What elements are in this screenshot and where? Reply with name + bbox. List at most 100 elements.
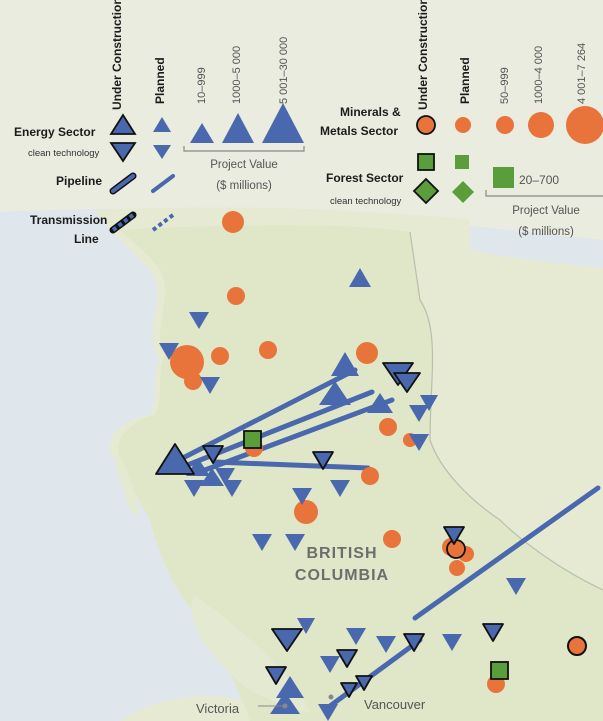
energy-project-marker	[271, 628, 303, 652]
legend-energy-under-construction-icon	[109, 113, 137, 135]
forest-value-range-label: 20–700	[519, 173, 559, 187]
energy-project-marker	[222, 480, 242, 497]
legend-pipeline-under-construction-fill	[111, 174, 135, 193]
forest-projects	[243, 430, 509, 680]
energy-project-marker	[349, 268, 371, 287]
energy-project-marker	[189, 312, 209, 329]
mineral-project-marker	[446, 539, 466, 559]
energy-project-marker	[442, 634, 462, 651]
legend-energy-clean-under-construction-icon	[109, 142, 137, 163]
energy-value-range-3: 5 001–30 000	[278, 37, 290, 104]
cities: Victoria Vancouver	[196, 694, 426, 716]
energy-project-marker	[482, 623, 504, 642]
energy-project-marker	[355, 675, 373, 691]
legend-energy-size-large-icon	[262, 103, 304, 143]
energy-project-marker	[340, 682, 358, 698]
victoria-marker	[282, 703, 288, 709]
vancouver-label: Vancouver	[364, 697, 426, 712]
energy-project-marker	[159, 343, 179, 360]
energy-project-marker	[285, 534, 305, 551]
energy-project-marker	[318, 704, 338, 721]
legend-minerals-value-bracket	[485, 190, 603, 197]
energy-project-marker	[331, 352, 359, 376]
pipeline-label: Pipeline	[56, 174, 102, 188]
energy-projects-under-construction	[155, 362, 504, 698]
energy-projects	[159, 268, 526, 721]
energy-project-marker	[443, 526, 465, 545]
legend-energy-clean-planned-icon	[153, 145, 171, 159]
legend-forest-size-icon	[493, 167, 514, 188]
mineral-project-marker	[383, 530, 401, 548]
energy-project-marker	[200, 468, 224, 486]
minerals-header-under-construction: Under Construction	[416, 0, 430, 110]
legend-band	[0, 0, 603, 240]
minerals-sector-label-1: Minerals &	[340, 105, 401, 119]
energy-project-value-units: ($ millions)	[216, 180, 272, 192]
forest-sector-label: Forest Sector	[326, 171, 404, 185]
energy-project-marker	[330, 480, 350, 497]
energy-project-marker	[200, 377, 220, 394]
region-label-line2: COLUMBIA	[295, 567, 389, 584]
legend-pipeline-planned-icon	[151, 174, 175, 193]
energy-project-marker	[319, 381, 351, 405]
minerals-project-value-label: Project Value	[512, 205, 580, 217]
forest-clean-technology-label: clean technology	[330, 196, 402, 207]
energy-value-range-2: 1000–5 000	[231, 46, 243, 104]
legend-minerals-planned-icon	[455, 117, 471, 133]
energy-project-marker	[367, 393, 393, 413]
pipeline-route	[202, 397, 395, 473]
energy-project-marker	[292, 488, 312, 505]
energy-project-marker	[336, 649, 358, 668]
mineral-project-marker	[222, 211, 244, 233]
energy-clean-technology-label: clean technology	[28, 148, 100, 159]
minerals-project-value-units: ($ millions)	[518, 226, 574, 238]
energy-project-marker	[320, 656, 340, 673]
mineral-project-marker	[449, 560, 465, 576]
energy-project-marker	[155, 443, 195, 475]
energy-project-marker	[202, 445, 224, 464]
province-border	[409, 231, 603, 591]
legend-forest-planned-icon	[455, 155, 469, 169]
mineral-project-marker	[567, 636, 587, 656]
legend-transmission-under-construction-icon	[109, 211, 137, 234]
mineral-project-marker	[379, 418, 397, 436]
energy-project-marker	[393, 372, 421, 393]
energy-project-marker	[409, 434, 429, 451]
energy-project-marker	[506, 578, 526, 595]
mineral-project-marker	[259, 341, 277, 359]
victoria-label: Victoria	[196, 701, 240, 716]
pipeline-route	[327, 637, 423, 709]
energy-project-marker	[276, 676, 304, 698]
energy-project-marker	[265, 666, 287, 685]
energy-project-marker	[376, 636, 396, 653]
mineral-project-marker	[170, 345, 204, 379]
forest-project-marker	[243, 430, 262, 449]
transmission-line-label-1: Transmission	[30, 213, 107, 227]
legend-minerals-size-medium-icon	[528, 112, 554, 138]
minerals-value-range-3: 4 001–7 264	[576, 43, 588, 104]
energy-value-range-1: 10–999	[196, 67, 208, 104]
legend-minerals-size-large-icon	[566, 106, 603, 144]
mineral-project-marker	[361, 467, 379, 485]
minerals-value-range-1: 50–999	[499, 67, 511, 104]
legend-energy-value-bracket	[183, 146, 305, 152]
transmission-line-label-2: Line	[74, 232, 99, 246]
mineral-project-marker	[227, 287, 245, 305]
legend-minerals-size-small-icon	[496, 116, 514, 134]
vancouver-marker	[328, 694, 334, 700]
mineral-project-marker	[356, 342, 378, 364]
british-columbia-region	[118, 225, 603, 721]
legend-energy-size-small-icon	[190, 123, 214, 143]
forest-project-marker	[490, 661, 509, 680]
legend-forest-clean-planned-icon	[452, 181, 474, 203]
energy-project-marker	[312, 451, 334, 470]
legend-forest-under-construction-icon	[417, 153, 435, 171]
energy-header-planned: Planned	[153, 57, 167, 104]
vancouver-island	[191, 595, 310, 712]
energy-sector-label: Energy Sector	[14, 125, 96, 139]
mineral-project-marker	[211, 347, 229, 365]
mineral-project-marker	[184, 372, 202, 390]
energy-project-marker	[270, 692, 300, 714]
legend: Under Construction Planned 10–999 1000–5…	[14, 0, 603, 246]
